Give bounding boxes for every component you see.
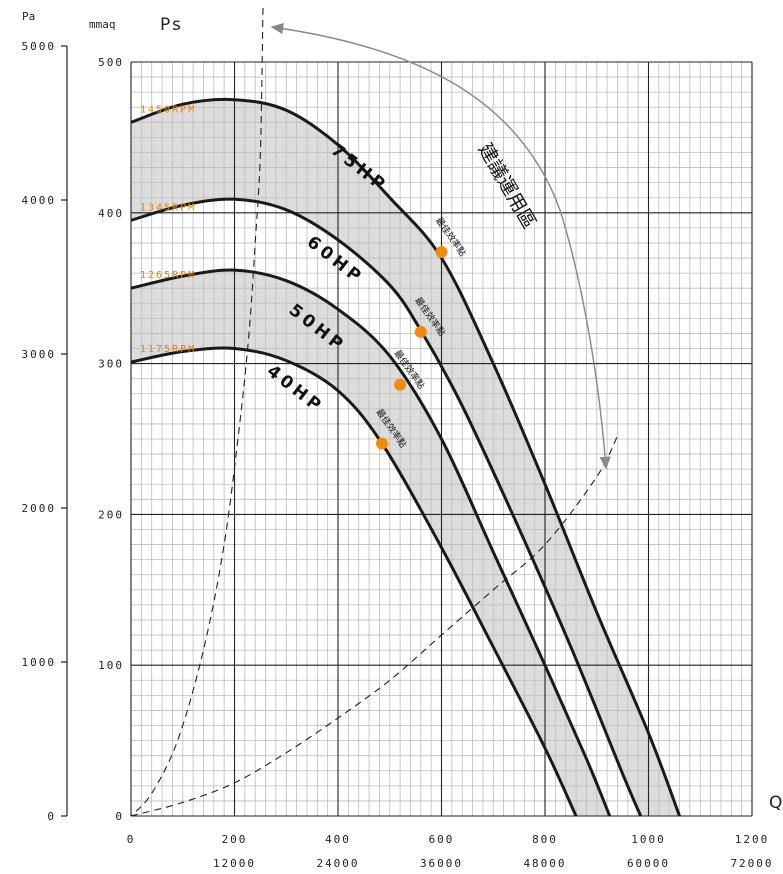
mmaq-tick-label: 200 — [98, 508, 124, 521]
zone-arrow — [270, 23, 611, 470]
x-tick-label-cmh: 12000 — [213, 857, 256, 870]
pa-unit-label: Pa — [22, 10, 35, 23]
x-tick-label-cmh: 24000 — [316, 857, 359, 870]
x-tick-label: 1200 — [735, 833, 770, 846]
dashed-reference-lines — [130, 7, 618, 817]
mmaq-tick-label: 500 — [98, 56, 124, 69]
x-tick-label: 200 — [222, 833, 248, 846]
mmaq-unit-label: mmaq — [89, 18, 116, 31]
x-tick-label: 600 — [429, 833, 455, 846]
x-tick-label: 1000 — [631, 833, 666, 846]
recommended-zone-arrow — [270, 23, 611, 470]
x-tick-label-cmh: 36000 — [420, 857, 463, 870]
rpm-label: 1450RPM — [140, 104, 196, 115]
mmaq-tick-label: 0 — [115, 810, 124, 823]
x-tick-label-cmh: 60000 — [627, 857, 670, 870]
pa-tick-label: 5000 — [22, 40, 57, 53]
pa-tick-label: 4000 — [22, 194, 57, 207]
best-point-40hp — [375, 437, 388, 450]
pa-tick-label: 2000 — [22, 502, 57, 515]
best-point-50hp — [394, 378, 407, 391]
mmaq-tick-label: 100 — [98, 659, 124, 672]
pa-tick-label: 1000 — [22, 656, 57, 669]
pa-tick-label: 0 — [47, 810, 56, 823]
mmaq-tick-label: 300 — [98, 358, 124, 371]
x-tick-label-cmh: 72000 — [730, 857, 773, 870]
x-tick-label: 0 — [127, 833, 136, 846]
ps-axis-title: Ps — [160, 15, 183, 35]
x-tick-label: 800 — [532, 833, 558, 846]
x-tick-label: 400 — [325, 833, 351, 846]
rpm-label: 1175RPM — [140, 344, 196, 355]
dashed-vertical-line — [130, 7, 264, 817]
rpm-label: 1265RPM — [140, 270, 196, 281]
pa-tick-label: 3000 — [22, 348, 57, 361]
x-tick-label-cmh: 48000 — [523, 857, 566, 870]
mmaq-tick-label: 400 — [98, 207, 124, 220]
best-point-75hp — [435, 246, 448, 259]
dashed-system-curve — [130, 435, 618, 817]
q-axis-title: Q — [769, 793, 783, 813]
rpm-label: 1345RPM — [140, 202, 196, 213]
best-point-60hp — [414, 325, 427, 338]
